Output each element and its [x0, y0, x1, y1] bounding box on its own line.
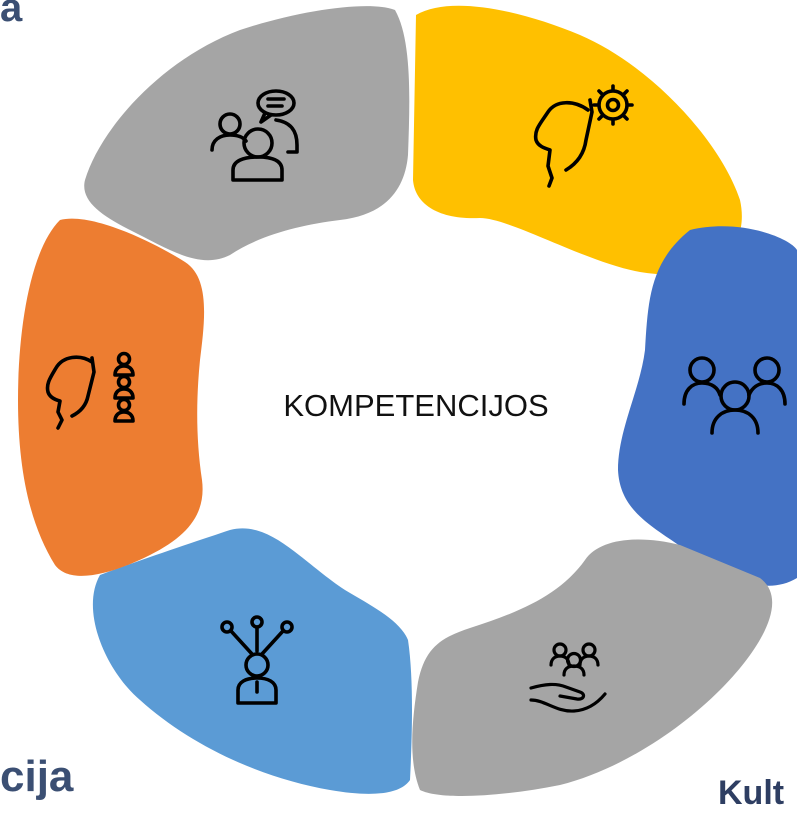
ring-segment — [18, 218, 205, 576]
segment-orange — [18, 218, 205, 576]
segment-gray-bottom-right — [412, 539, 773, 797]
ring-segment — [92, 528, 412, 794]
head-gear-icon — [533, 84, 634, 188]
head-people-icon — [45, 351, 135, 430]
segment-light-blue — [92, 528, 412, 794]
people-chat-icon — [210, 89, 299, 182]
ring-segment — [413, 5, 742, 275]
ring-segment — [618, 226, 797, 586]
ring-segment — [412, 539, 773, 797]
hand-people-icon — [529, 642, 607, 713]
background-heading-fragment: cija — [0, 752, 74, 801]
segment-gray-top-left — [84, 6, 410, 261]
segment-blue — [618, 226, 797, 586]
background-title-fragment: a — [0, 0, 23, 30]
segment-yellow — [413, 5, 742, 275]
group-people-icon — [682, 356, 787, 435]
center-label: KOMPETENCIJOS — [283, 388, 549, 423]
network-person-icon — [220, 615, 294, 705]
